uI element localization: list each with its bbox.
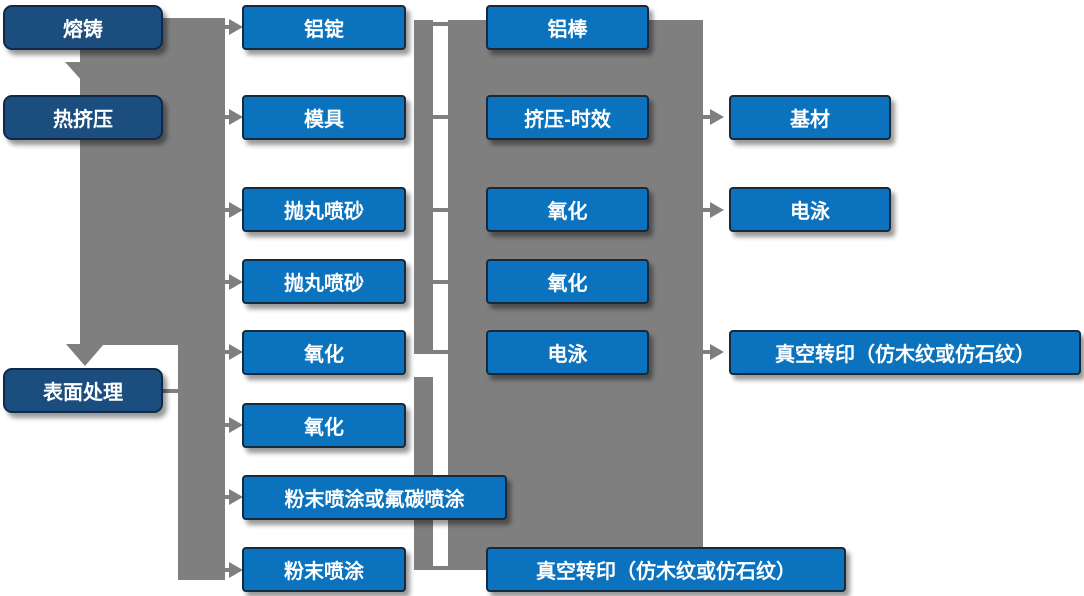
box-extrusion-aging: 挤压-时效 — [486, 95, 649, 140]
arrow-to-oxidation-2-icon — [229, 417, 243, 433]
arrow-down-to-surface-treatment-icon — [66, 344, 104, 366]
connector-band-middle-lower — [414, 377, 433, 570]
box-powder-or-fluorocarbon-coating: 粉末喷涂或氟碳喷涂 — [242, 475, 507, 520]
box-shot-blasting-2: 抛丸喷砂 — [242, 259, 406, 304]
arrow-to-powder-fluorocarbon-icon — [229, 489, 243, 505]
arrow-stem-col2-row7 — [219, 495, 229, 499]
box-shot-blasting-1: 抛丸喷砂 — [242, 187, 406, 232]
box-oxidation-col3-1: 氧化 — [486, 187, 649, 232]
connector-tick-row5 — [433, 350, 448, 354]
box-powder-coating: 粉末喷涂 — [242, 547, 406, 592]
arrow-stem-col4-row3 — [700, 208, 710, 212]
connector-surface-treatment-to-bus — [163, 389, 178, 393]
arrow-stem-col2-row4 — [219, 280, 229, 284]
box-aluminum-rod: 铝棒 — [486, 5, 649, 50]
box-oxidation-1: 氧化 — [242, 330, 406, 375]
arrow-to-electrophoresis-col4-icon — [710, 202, 724, 218]
connector-tick-row4 — [433, 280, 448, 284]
connector-tick-row3 — [433, 208, 448, 212]
connector-tick-row2 — [433, 115, 448, 119]
connector-bus-left-lower — [178, 345, 225, 580]
box-oxidation-2: 氧化 — [242, 403, 406, 448]
arrow-to-aluminum-ingot-icon — [229, 19, 243, 35]
box-melt-casting: 熔铸 — [3, 5, 163, 50]
box-surface-treatment: 表面处理 — [3, 368, 163, 413]
box-substrate: 基材 — [729, 95, 891, 140]
connector-tick-row8 — [433, 566, 448, 570]
arrow-stem-col2-row6 — [219, 423, 229, 427]
connector-tick-row1 — [433, 22, 448, 26]
arrow-to-shot-blasting-2-icon — [229, 274, 243, 290]
arrow-stem-col2-row2 — [219, 115, 229, 119]
arrow-stem-col2-row3 — [219, 208, 229, 212]
arrow-stem-col4-row2 — [700, 115, 710, 119]
arrow-to-vacuum-transfer-col4-icon — [710, 344, 724, 360]
arrow-down-to-hot-extrusion-icon — [65, 62, 101, 82]
arrow-stem-col2-row1 — [219, 25, 229, 29]
arrow-stem-col2-row5 — [219, 350, 229, 354]
arrow-stem-col2-row8 — [219, 568, 229, 572]
box-oxidation-col3-2: 氧化 — [486, 259, 649, 304]
connector-bus-left-upper — [80, 18, 225, 345]
box-vacuum-transfer-col4: 真空转印（仿木纹或仿石纹） — [729, 330, 1081, 375]
arrow-to-oxidation-1-icon — [229, 344, 243, 360]
box-hot-extrusion: 热挤压 — [3, 95, 163, 140]
arrow-to-powder-coating-icon — [229, 562, 243, 578]
connector-band-middle-upper — [414, 20, 433, 354]
arrow-to-shot-blasting-1-icon — [229, 202, 243, 218]
box-vacuum-transfer-col3: 真空转印（仿木纹或仿石纹） — [486, 547, 846, 592]
box-mold: 模具 — [242, 95, 406, 140]
arrow-to-mold-icon — [229, 109, 243, 125]
arrow-to-substrate-icon — [710, 109, 724, 125]
box-electrophoresis-col3: 电泳 — [486, 330, 649, 375]
box-electrophoresis-col4: 电泳 — [729, 187, 891, 232]
arrow-stem-col4-row5 — [700, 350, 710, 354]
box-aluminum-ingot: 铝锭 — [242, 5, 406, 50]
